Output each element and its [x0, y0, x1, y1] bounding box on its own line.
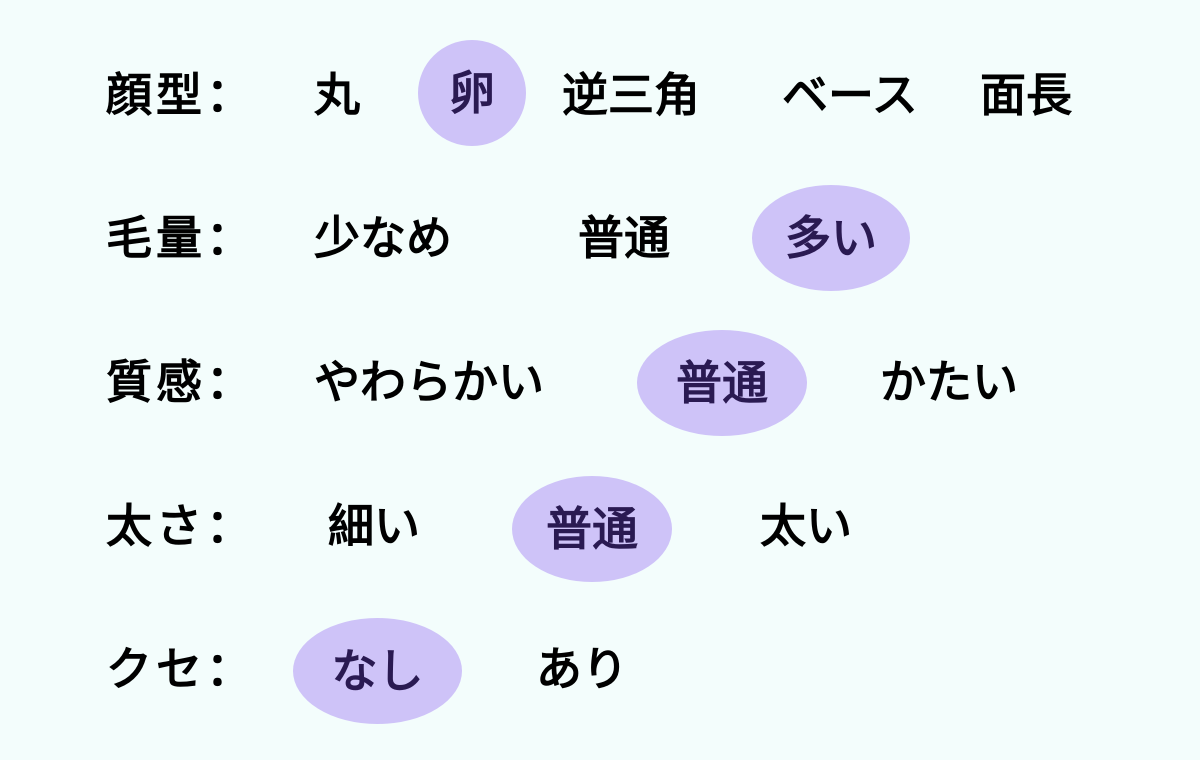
- option-face-long[interactable]: 面長: [980, 68, 1072, 122]
- option-face-base[interactable]: ベース: [782, 68, 918, 122]
- option-face-round[interactable]: 丸: [314, 68, 360, 122]
- option-texture-normal-selected[interactable]: 普通: [637, 330, 807, 436]
- option-label: 多い: [785, 211, 877, 265]
- row-label-texture: 質感：: [106, 355, 256, 409]
- option-volume-normal[interactable]: 普通: [578, 211, 670, 265]
- option-curl-yes[interactable]: あり: [536, 642, 628, 696]
- option-volume-less[interactable]: 少なめ: [314, 211, 452, 265]
- option-thickness-thin[interactable]: 細い: [328, 499, 420, 553]
- option-texture-soft[interactable]: やわらかい: [314, 355, 544, 409]
- option-label: 普通: [546, 502, 638, 556]
- option-face-inverted-triangle[interactable]: 逆三角: [562, 68, 700, 122]
- option-texture-hard[interactable]: かたい: [880, 355, 1018, 409]
- option-label: なし: [331, 644, 424, 698]
- option-label: 普通: [676, 356, 768, 410]
- option-face-egg-selected[interactable]: 卵: [418, 40, 526, 146]
- option-thickness-normal-selected[interactable]: 普通: [512, 476, 672, 582]
- row-label-curl: クセ：: [106, 642, 256, 696]
- option-volume-more-selected[interactable]: 多い: [752, 185, 910, 291]
- row-label-face-shape: 顔型：: [106, 68, 256, 122]
- option-thickness-thick[interactable]: 太い: [760, 499, 852, 553]
- option-label: 卵: [449, 66, 495, 120]
- row-label-thickness: 太さ：: [106, 499, 256, 553]
- option-curl-none-selected[interactable]: なし: [293, 618, 462, 724]
- row-label-hair-volume: 毛量：: [106, 211, 256, 265]
